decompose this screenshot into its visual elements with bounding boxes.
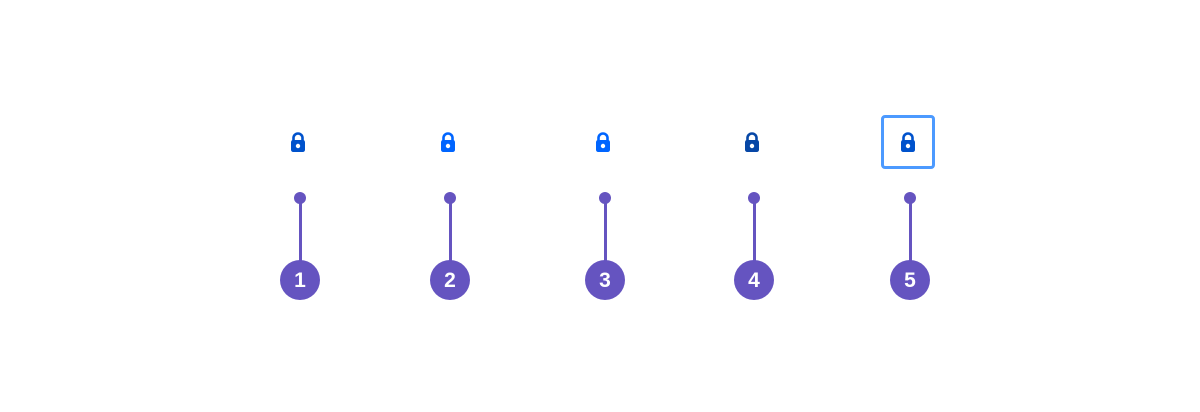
state-column-3: 3: [575, 0, 635, 412]
state-column-5: 5: [880, 0, 940, 412]
annotation-connector-line: [603, 198, 607, 262]
lock-icon: [596, 132, 610, 152]
annotation-connector-line: [752, 198, 756, 262]
lock-icon: [291, 132, 305, 152]
annotation-number-badge: 5: [890, 260, 930, 300]
annotation-connector-line: [908, 198, 912, 262]
annotation-number-badge: 1: [280, 260, 320, 300]
annotation-connector-line: [448, 198, 452, 262]
lock-icon: [441, 132, 455, 152]
state-column-1: 1: [270, 0, 330, 412]
lock-icon: [745, 132, 759, 152]
state-column-2: 2: [420, 0, 480, 412]
annotation-connector-line: [298, 198, 302, 262]
lock-icon-button[interactable]: [576, 115, 630, 169]
lock-icon: [901, 132, 915, 152]
lock-icon-button[interactable]: [881, 115, 935, 169]
lock-icon-button[interactable]: [421, 115, 475, 169]
annotation-number-badge: 4: [734, 260, 774, 300]
annotation-number-badge: 2: [430, 260, 470, 300]
lock-icon-button[interactable]: [271, 115, 325, 169]
state-column-4: 4: [724, 0, 784, 412]
lock-icon-button[interactable]: [725, 115, 779, 169]
annotation-number-badge: 3: [585, 260, 625, 300]
